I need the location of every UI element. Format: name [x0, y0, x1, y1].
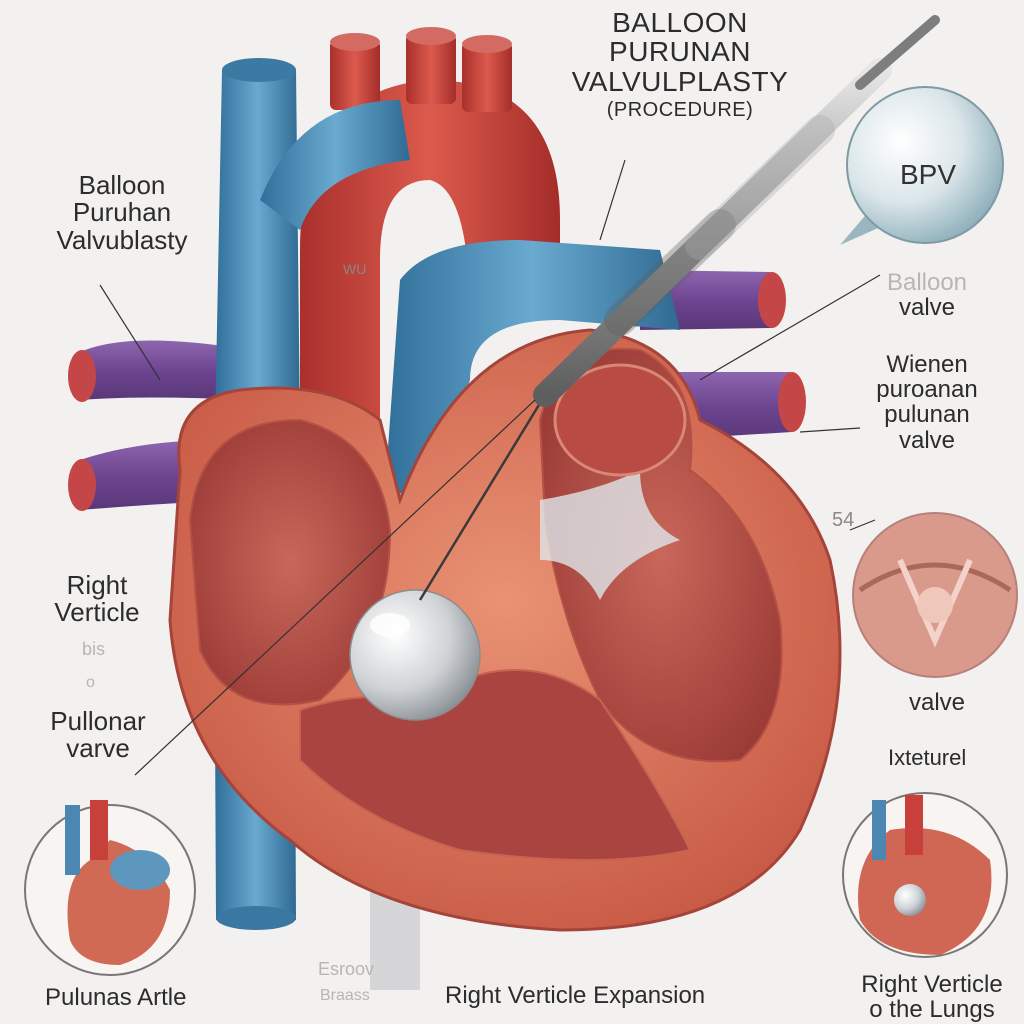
leader-line — [799, 427, 861, 433]
right-verticle-lungs-line-1: Right Verticle — [861, 971, 1003, 998]
procedure-title: BALLOON PURUNAN VALVULPLASTY (PROCEDURE) — [560, 8, 800, 121]
left-procedure-label: Balloon Puruhan Valvublasty — [22, 170, 222, 255]
right-verticle-line-2: Verticle — [54, 597, 140, 628]
right-verticle-lungs-label: Right Verticle o the Lungs — [840, 971, 1024, 1024]
widened-valve-label: Wienen puroanan pulunan valve — [842, 352, 1012, 453]
pulmonary-artery-label: Pulunas Artle — [45, 984, 187, 1011]
title-line-1: BALLOON — [612, 7, 748, 38]
bpv-callout-bubble — [846, 86, 1004, 244]
left-title-line-1: Balloon — [78, 170, 166, 200]
pulmonary-artery — [385, 240, 680, 500]
valve-leaflets — [540, 470, 680, 600]
vessel-opening — [758, 272, 786, 328]
right-verticle-expansion-label: Right Verticle Expansion — [445, 982, 706, 1009]
leader-line — [699, 274, 881, 381]
widened-line-4: valve — [898, 426, 956, 454]
external-label: Ixteturel — [888, 745, 967, 770]
title-line-3: VALVULPLASTY — [571, 65, 789, 97]
leader-line — [134, 399, 536, 776]
widened-line-3: pulunan — [884, 401, 970, 429]
right-atrium-cavity — [188, 418, 392, 706]
vessel-opening — [68, 350, 96, 402]
inset-mark: 54 — [832, 509, 855, 531]
pulmonary-valve-line-1: Pullonar — [50, 706, 146, 736]
heart-marking: WU — [343, 261, 367, 277]
right-verticle-lungs-line-2: o the Lungs — [869, 996, 995, 1024]
vessel-opening — [68, 459, 96, 511]
catheter-body — [533, 58, 892, 407]
faint-label-1: bis — [82, 639, 106, 659]
superior-vena-cava — [215, 70, 300, 430]
left-title-line-3: Valvublasty — [56, 224, 188, 255]
leader-line — [99, 284, 161, 381]
pulmonary-valve-label: Pullonar varve — [38, 706, 158, 764]
blue-vein-arch — [260, 100, 410, 230]
faint-center-label-1: Esroov — [318, 959, 375, 979]
title-line-4: (PROCEDURE) — [606, 99, 754, 122]
faint-label-2: o — [86, 674, 95, 691]
balloon-valve-line-1: Balloon — [886, 269, 968, 296]
bpv-callout-text: BPV — [900, 159, 957, 190]
vessel-opening — [778, 372, 806, 432]
leader-line — [599, 159, 626, 241]
pulmonary-valve-line-2: varve — [66, 733, 130, 764]
faint-center-label-2: Braass — [320, 987, 370, 1004]
balloon-catheter-tip — [349, 589, 481, 721]
right-verticle-line-1: Right — [66, 570, 128, 600]
leader-line — [849, 519, 876, 531]
catheter-wire — [418, 394, 547, 601]
valve-label: valve — [908, 689, 966, 716]
balloon-valve-label: Balloon valve — [842, 269, 1012, 322]
widened-line-1: Wienen — [886, 351, 968, 378]
widened-line-2: puroanan — [876, 376, 978, 404]
right-verticle-label: Right Verticle — [42, 570, 152, 628]
left-title-line-2: Puruhan — [72, 197, 172, 228]
balloon-valve-line-2: valve — [898, 294, 956, 322]
title-line-2: PURUNAN — [609, 36, 751, 68]
pulmonary-vessel-upper-left — [80, 340, 250, 400]
